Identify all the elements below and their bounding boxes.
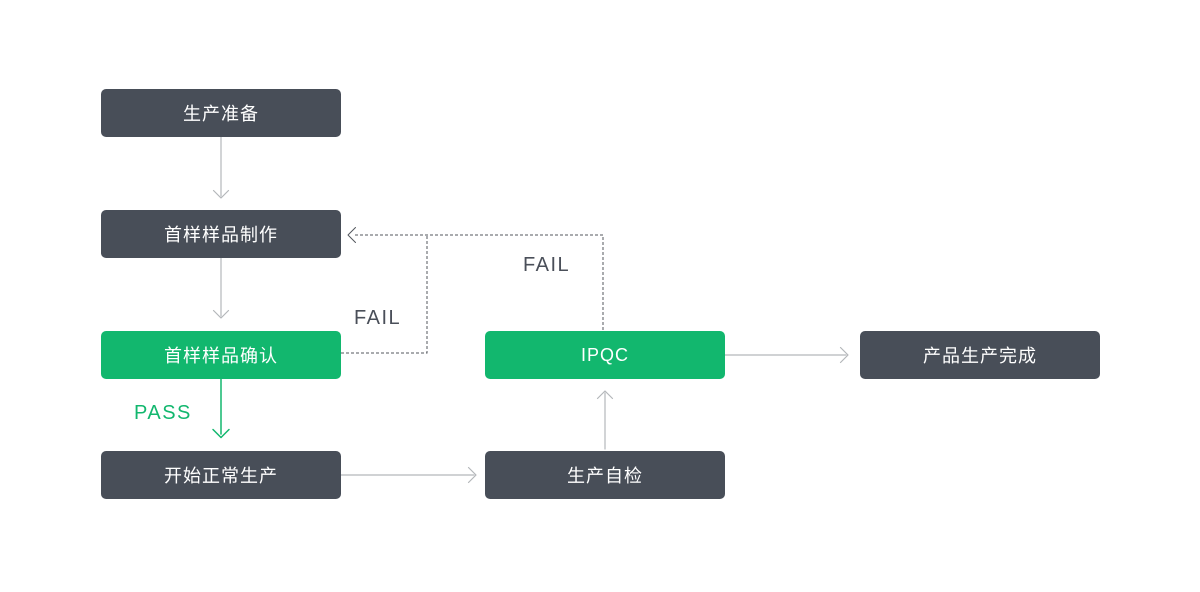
arrowhead-down-2 [212, 309, 230, 319]
node-first-sample-confirm: 首样样品确认 [101, 331, 341, 379]
node-label: 开始正常生产 [164, 466, 278, 486]
node-label: IPQC [580, 344, 629, 365]
arrowhead-right-1 [467, 466, 477, 484]
arrowhead-down-1 [212, 189, 230, 199]
node-label: 首样样品确认 [164, 346, 278, 366]
fail-label-ipqc: FAIL [523, 254, 571, 276]
node-production-prep: 生产准备 [101, 89, 341, 137]
pass-label: PASS [134, 402, 192, 424]
node-first-sample-making: 首样样品制作 [101, 210, 341, 258]
edge-fail-confirm [341, 235, 428, 354]
node-label: 生产准备 [183, 104, 259, 124]
node-ipqc: IPQC [485, 331, 725, 379]
node-label: 产品生产完成 [923, 346, 1037, 366]
arrowhead-left-dashed [347, 227, 356, 243]
gray-arrows [212, 136, 849, 484]
node-start-normal-production: 开始正常生产 [101, 451, 341, 499]
arrowhead-up-1 [596, 390, 614, 400]
pass-arrow [212, 378, 230, 439]
arrowhead-right-2 [839, 346, 849, 364]
node-label: 生产自检 [567, 466, 643, 486]
node-production-complete: 产品生产完成 [860, 331, 1100, 379]
fail-label-confirm: FAIL [354, 307, 402, 329]
node-label: 首样样品制作 [164, 225, 278, 245]
node-production-self-check: 生产自检 [485, 451, 725, 499]
arrowhead-down-green [212, 428, 230, 439]
